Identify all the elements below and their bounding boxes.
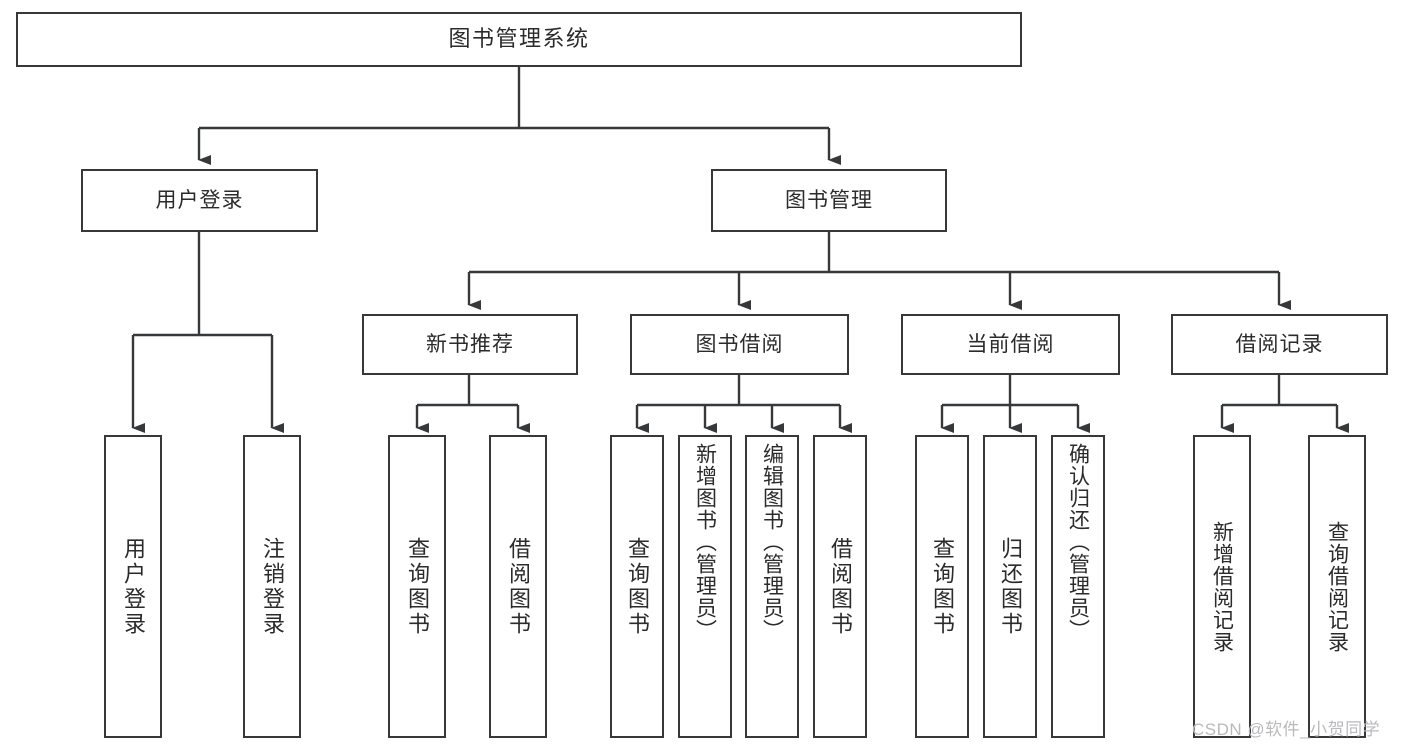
node-label: 当前借阅 bbox=[966, 332, 1055, 356]
leaf-confirm-return-admin[interactable]: 确认归还（管理员） bbox=[1051, 435, 1105, 738]
node-book-borrow[interactable]: 图书借阅 bbox=[630, 314, 849, 375]
node-label: 注销登录 bbox=[260, 536, 285, 637]
node-label: 查询图书 bbox=[930, 536, 955, 637]
node-root-system[interactable]: 图书管理系统 bbox=[16, 12, 1022, 67]
node-label: 用户登录 bbox=[121, 536, 146, 637]
node-label: 确认归还（管理员） bbox=[1066, 443, 1090, 641]
node-label: 借阅记录 bbox=[1235, 332, 1324, 356]
node-label: 查询图书 bbox=[625, 536, 650, 637]
leaf-query-book-recommend[interactable]: 查询图书 bbox=[388, 435, 446, 738]
leaf-edit-book-admin[interactable]: 编辑图书（管理员） bbox=[745, 435, 799, 738]
leaf-query-borrow-record[interactable]: 查询借阅记录 bbox=[1308, 435, 1366, 738]
node-label: 新书推荐 bbox=[426, 332, 514, 356]
leaf-return-book[interactable]: 归还图书 bbox=[983, 435, 1037, 738]
node-label: 图书管理系统 bbox=[448, 26, 590, 52]
node-current-borrow[interactable]: 当前借阅 bbox=[901, 314, 1120, 375]
node-user-login[interactable]: 用户登录 bbox=[81, 169, 318, 232]
leaf-query-book-borrow[interactable]: 查询图书 bbox=[610, 435, 664, 738]
node-label: 借阅图书 bbox=[828, 536, 853, 637]
leaf-add-book-admin[interactable]: 新增图书（管理员） bbox=[678, 435, 732, 738]
leaf-add-borrow-record[interactable]: 新增借阅记录 bbox=[1193, 435, 1251, 738]
node-label: 查询借阅记录 bbox=[1325, 520, 1349, 653]
node-borrow-records[interactable]: 借阅记录 bbox=[1171, 314, 1388, 375]
leaf-borrow-book[interactable]: 借阅图书 bbox=[813, 435, 867, 738]
node-label: 图书借阅 bbox=[695, 332, 784, 356]
node-label: 编辑图书（管理员） bbox=[760, 443, 784, 641]
node-label: 归还图书 bbox=[998, 536, 1023, 637]
node-label: 新增借阅记录 bbox=[1210, 520, 1234, 653]
leaf-query-book-current[interactable]: 查询图书 bbox=[915, 435, 969, 738]
leaf-user-login[interactable]: 用户登录 bbox=[104, 435, 162, 738]
leaf-borrow-book-recommend[interactable]: 借阅图书 bbox=[489, 435, 547, 738]
leaf-logout[interactable]: 注销登录 bbox=[243, 435, 301, 738]
node-label: 查询图书 bbox=[405, 536, 430, 637]
node-book-management[interactable]: 图书管理 bbox=[711, 169, 947, 232]
node-label: 用户登录 bbox=[155, 188, 244, 212]
node-label: 图书管理 bbox=[785, 188, 873, 212]
node-new-book-recommend[interactable]: 新书推荐 bbox=[362, 314, 578, 375]
node-label: 新增图书（管理员） bbox=[693, 443, 717, 641]
csdn-watermark: CSDN @软件_小贺同学 bbox=[1192, 720, 1381, 739]
node-label: 借阅图书 bbox=[506, 536, 531, 637]
